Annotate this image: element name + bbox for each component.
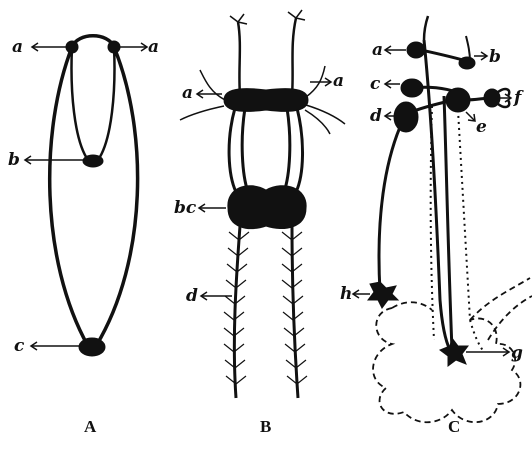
caption-c: C xyxy=(448,417,461,436)
label-c-e: e xyxy=(476,117,487,137)
cerebral-ganglion xyxy=(224,89,308,112)
label-b-a-left: a xyxy=(182,83,193,103)
caption-b: B xyxy=(260,417,272,436)
ganglion-c-e xyxy=(446,88,470,112)
ganglion-c-b xyxy=(459,57,475,69)
ganglion-c-f xyxy=(484,89,500,107)
label-b: b xyxy=(8,150,20,170)
dashed-body-outline xyxy=(373,308,520,422)
label-c: c xyxy=(14,336,25,356)
label-c-a: a xyxy=(372,40,383,60)
label-a-right: a xyxy=(148,37,159,57)
ganglion-c-a xyxy=(407,42,425,58)
ganglion-b xyxy=(83,155,103,167)
panel-a: a a b c A xyxy=(8,36,159,436)
label-a-left: a xyxy=(12,37,23,57)
ganglion-c-h xyxy=(368,282,398,308)
label-c-f: f xyxy=(513,88,524,108)
ganglion-c-d xyxy=(394,102,418,132)
label-b-a-right: a xyxy=(333,71,344,91)
label-c-g: g xyxy=(511,343,523,363)
label-c-d: d xyxy=(370,106,382,126)
label-bc: bc xyxy=(174,198,197,218)
label-c-c: c xyxy=(370,74,381,94)
ganglion-c-c xyxy=(401,79,423,97)
panel-b: a a bc d B xyxy=(174,10,345,436)
panel-c: a b c d e f g h C xyxy=(340,16,532,436)
ganglion-c xyxy=(79,338,105,356)
ganglion-c-g xyxy=(440,338,468,366)
caption-a: A xyxy=(84,417,97,436)
label-c-b: b xyxy=(489,47,501,67)
ganglion-a-right xyxy=(108,41,120,53)
ganglion-bc xyxy=(228,186,306,229)
label-c-h: h xyxy=(340,284,352,304)
label-b-d: d xyxy=(186,286,198,306)
